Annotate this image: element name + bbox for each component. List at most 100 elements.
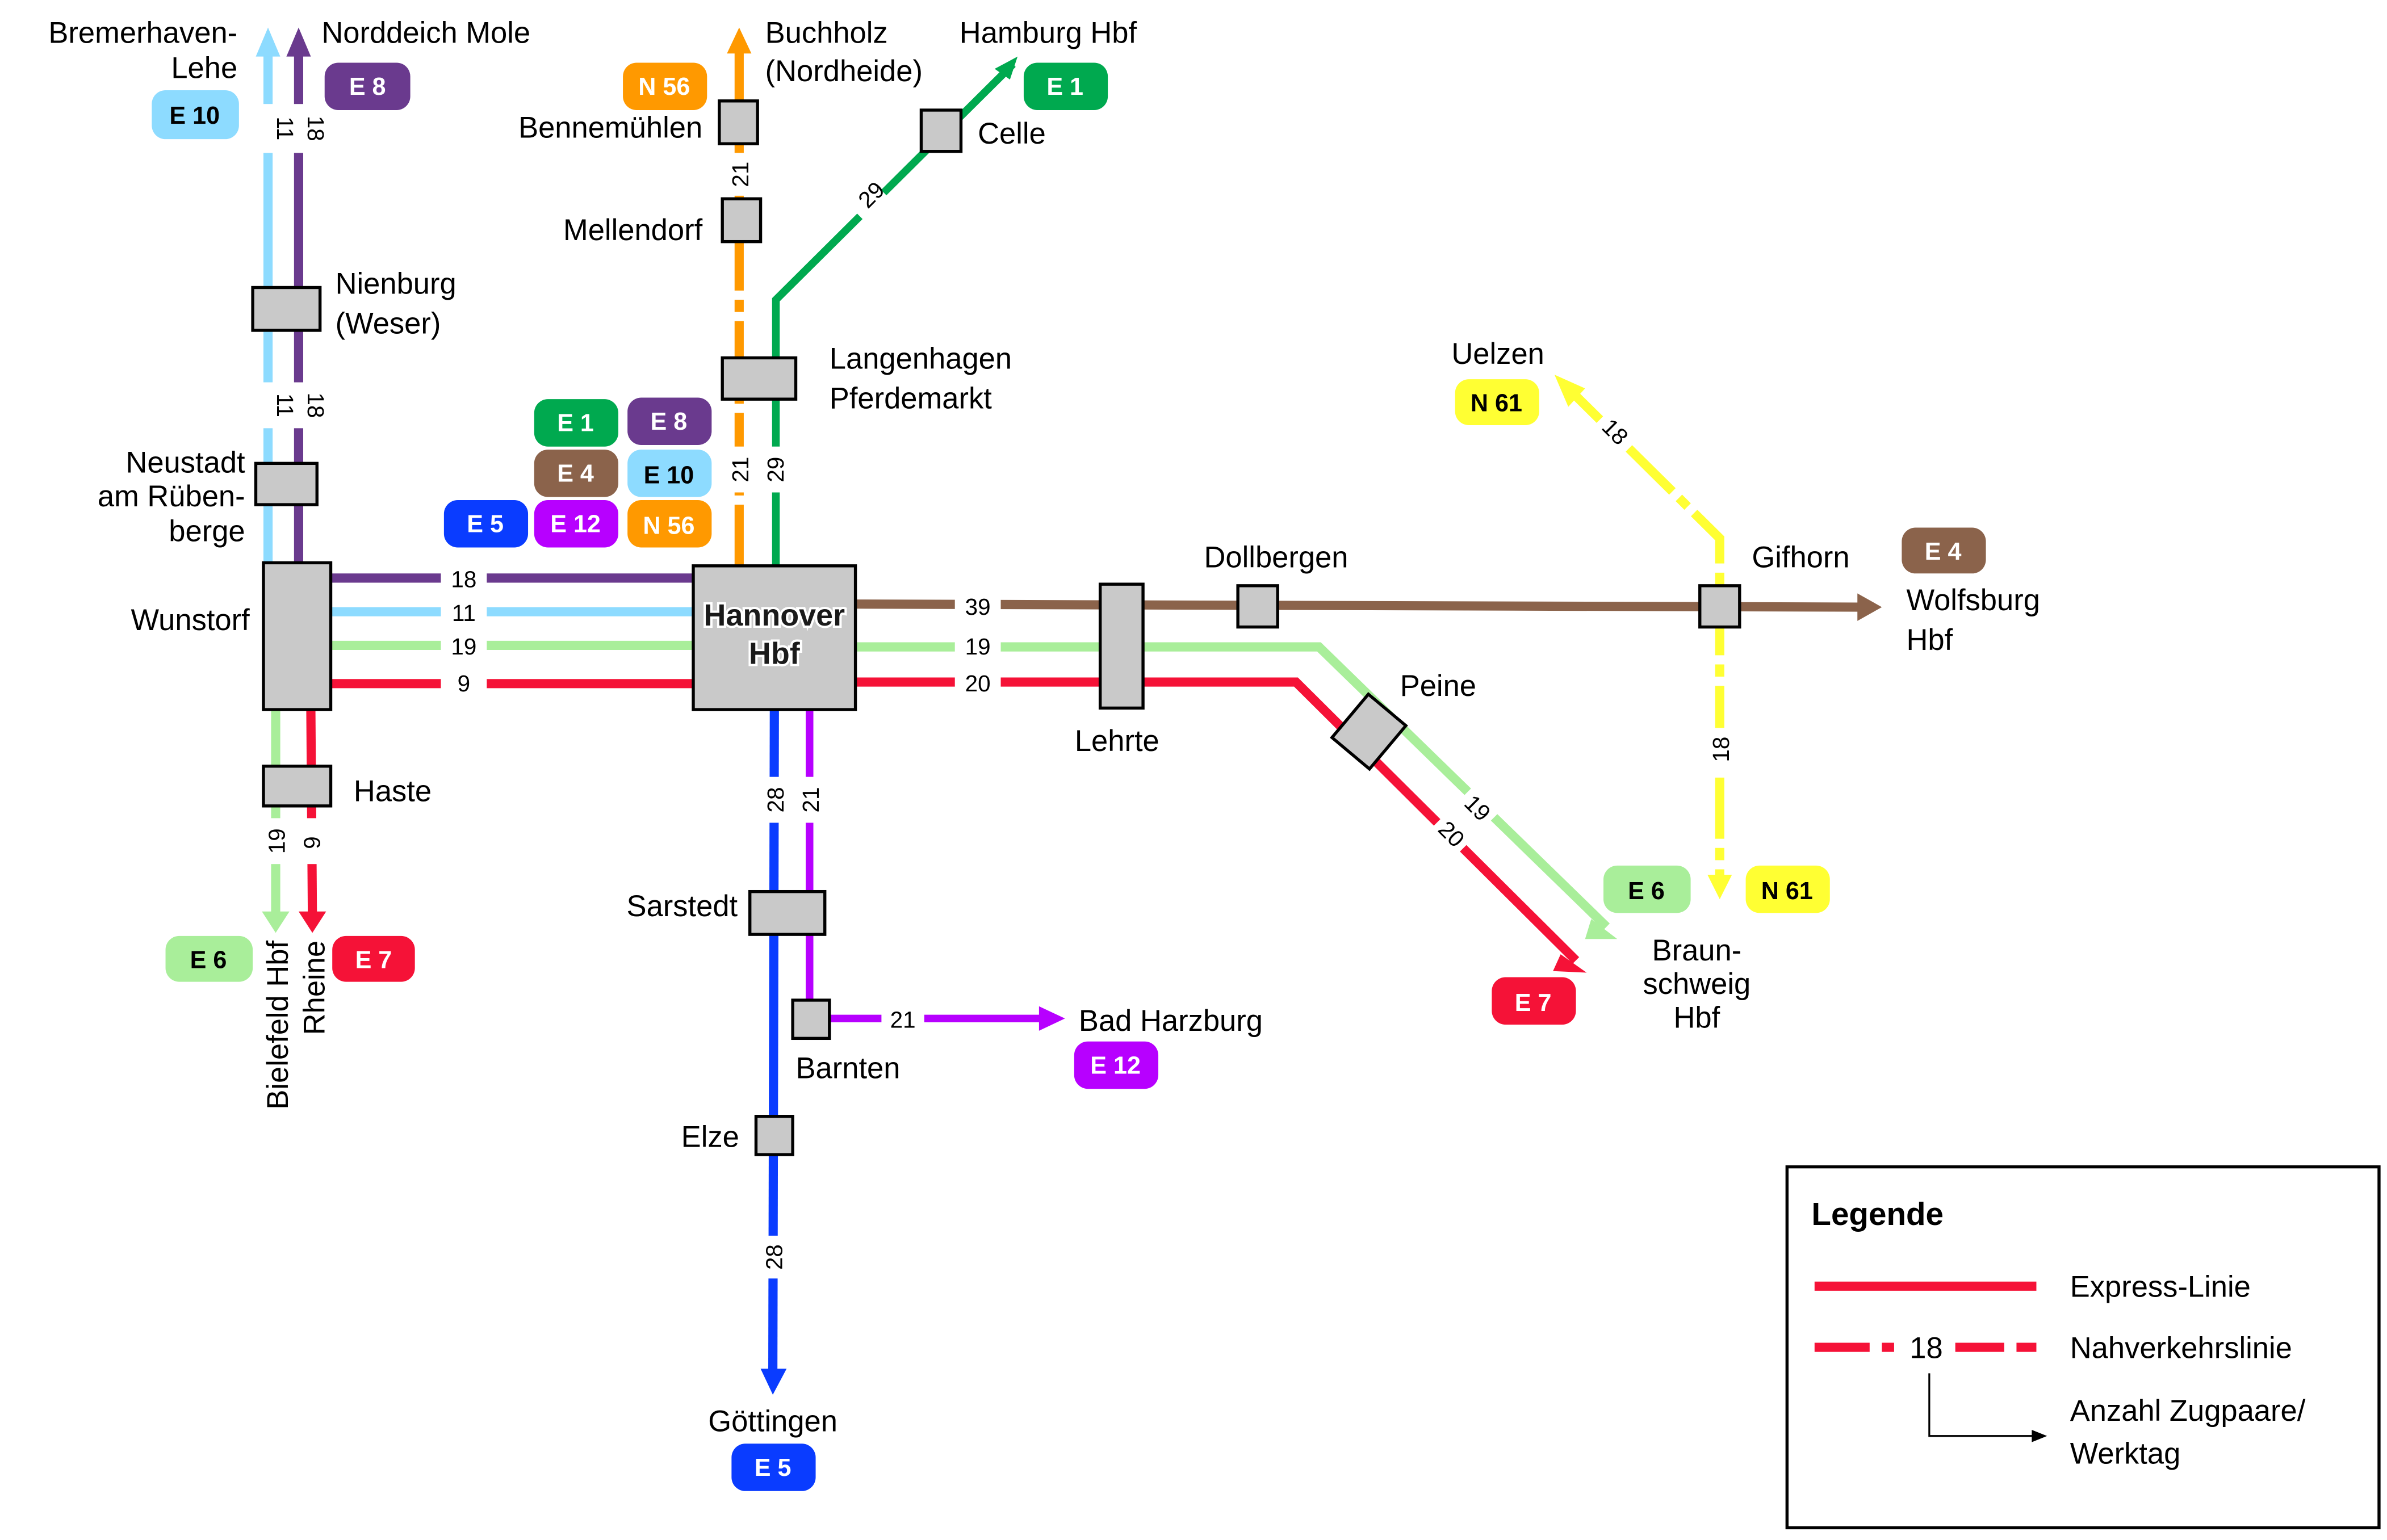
train-pairs-barnten: 21 (890, 1006, 916, 1033)
badge-n61-braunschweig[interactable]: N 61 (1745, 865, 1830, 913)
station-nienburg[interactable] (251, 286, 322, 332)
station-dollbergen[interactable] (1236, 584, 1279, 629)
train-pairs-lehrte-e6: 19 (965, 633, 991, 660)
label-wunstorf: Wunstorf (131, 603, 250, 637)
badge-e10-bremerhaven[interactable]: E 10 (152, 90, 239, 140)
badge-n56-hub[interactable]: N 56 (627, 500, 712, 548)
train-pairs-nienburg-e10: 11 (272, 393, 298, 417)
train-pairs-wunstorf-e10: 11 (452, 600, 476, 626)
label-nienburg-2: (Weser) (336, 307, 441, 340)
svg-text:E 1: E 1 (557, 410, 594, 437)
train-pairs-langenhagen-e1: 29 (763, 457, 789, 482)
train-pairs-wunstorf-e6: 19 (451, 633, 476, 660)
badge-e7-rheine[interactable]: E 7 (332, 935, 415, 982)
dest-bad-harzburg: Bad Harzburg (1079, 1004, 1263, 1038)
station-lehrte[interactable] (1098, 582, 1145, 710)
badge-e12-hub[interactable]: E 12 (534, 500, 619, 548)
svg-text:N 61: N 61 (1471, 390, 1522, 417)
arrow-head-bielefeld (262, 911, 290, 933)
label-celle: Celle (978, 117, 1046, 150)
station-peine[interactable] (1330, 692, 1408, 771)
label-elze: Elze (681, 1121, 739, 1154)
arrow-head-bremerhaven (256, 27, 280, 57)
svg-text:N 61: N 61 (1761, 878, 1813, 905)
dest-bielefeld: Bielefeld Hbf (261, 940, 295, 1109)
station-wunstorf[interactable] (262, 561, 333, 711)
station-mellendorf[interactable] (721, 197, 763, 244)
svg-text:N 56: N 56 (643, 512, 694, 539)
station-gifhorn[interactable] (1698, 584, 1741, 629)
badge-e5-hub[interactable]: E 5 (443, 500, 529, 548)
dest-norddeich: Norddeich Mole (321, 16, 530, 49)
label-bennemuehlen: Bennemühlen (518, 111, 702, 144)
train-pairs-langenhagen-n56: 21 (727, 457, 753, 482)
label-sarstedt: Sarstedt (627, 889, 738, 923)
train-pairs-wunstorf-e8: 18 (451, 567, 476, 593)
legend: Legende Express-Linie 18 Nahverkehrslini… (1785, 1165, 2381, 1530)
badge-n61-uelzen[interactable]: N 61 (1455, 379, 1539, 425)
line-e6 (262, 640, 1618, 939)
badge-e6-bielefeld[interactable]: E 6 (165, 935, 253, 982)
station-bennemuehlen[interactable] (718, 99, 759, 145)
station-elze[interactable] (754, 1115, 794, 1156)
station-langenhagen[interactable] (721, 356, 798, 401)
label-mellendorf: Mellendorf (563, 213, 703, 247)
train-pairs-lehrte-e7: 20 (965, 670, 991, 696)
line-e12 (806, 710, 1065, 1031)
legend-sample-number: 18 (1909, 1331, 1942, 1365)
badge-e8-norddeich[interactable]: E 8 (324, 62, 411, 110)
badge-e1-hamburg[interactable]: E 1 (1023, 62, 1108, 110)
train-pairs-bremerhaven: 11 (272, 116, 298, 140)
train-pairs-gifhorn-n61: 18 (1708, 737, 1734, 762)
svg-text:E 7: E 7 (355, 946, 392, 973)
legend-title: Legende (1811, 1196, 1944, 1232)
dest-hamburg: Hamburg Hbf (960, 16, 1137, 49)
arrow-head-braunschweig-n61 (1707, 875, 1732, 900)
svg-text:E 5: E 5 (467, 511, 504, 538)
badge-e5-goettingen[interactable]: E 5 (731, 1444, 816, 1491)
svg-text:E 8: E 8 (349, 73, 386, 100)
station-neustadt[interactable] (254, 461, 319, 506)
label-neustadt-2: am Rüben- (98, 480, 245, 513)
label-gifhorn: Gifhorn (1752, 541, 1849, 574)
label-haste: Haste (354, 775, 432, 808)
line-badges: E 10 E 8 N 56 E 1 E 1 E 8 E 4 E 1 (152, 62, 1986, 1491)
svg-text:E 10: E 10 (169, 102, 220, 129)
svg-text:E 6: E 6 (1628, 878, 1665, 905)
badge-e8-hub[interactable]: E 8 (627, 397, 712, 445)
station-sarstedt[interactable] (748, 889, 827, 936)
dest-uelzen: Uelzen (1451, 337, 1544, 371)
station-labels: Nienburg (Weser) Neustadt am Rüben- berg… (98, 111, 1850, 1153)
station-hannover-hbf[interactable] (692, 564, 857, 711)
station-barnten[interactable] (791, 998, 831, 1040)
train-pairs-nienburg-e8: 18 (303, 392, 329, 418)
legend-pointer-arrow-icon (2032, 1430, 2047, 1442)
dest-goettingen: Göttingen (708, 1405, 837, 1438)
legend-local-label: Nahverkehrslinie (2070, 1331, 2292, 1365)
legend-express-label: Express-Linie (2070, 1270, 2251, 1304)
arrow-head-wolfsburg (1857, 593, 1882, 621)
line-e7 (298, 677, 1587, 973)
badge-e12-bad-harzburg[interactable]: E 12 (1074, 1041, 1159, 1089)
arrow-head-rheine (298, 911, 326, 933)
dest-bremerhaven-1: Bremerhaven- (48, 16, 237, 49)
svg-text:E 4: E 4 (1925, 538, 1962, 565)
badge-e6-braunschweig[interactable]: E 6 (1603, 865, 1691, 913)
arrow-head-bad-harzburg (1038, 1006, 1065, 1031)
train-pairs-wunstorf-e7: 9 (458, 670, 470, 696)
arrow-head-norddeich (286, 27, 311, 57)
station-haste[interactable] (262, 765, 333, 808)
dest-buchholz-1: Buchholz (765, 16, 888, 49)
badge-e4-wolfsburg[interactable]: E 4 (1902, 527, 1986, 574)
station-celle[interactable] (919, 108, 963, 153)
svg-text:E 7: E 7 (1515, 989, 1552, 1017)
arrow-head-goettingen (760, 1369, 787, 1395)
train-pairs-goettingen: 28 (761, 1244, 787, 1270)
badge-e7-braunschweig[interactable]: E 7 (1492, 977, 1576, 1025)
badge-e4-hub[interactable]: E 4 (534, 450, 619, 497)
badge-n56-buchholz[interactable]: N 56 (623, 62, 707, 110)
svg-text:E 6: E 6 (190, 946, 227, 973)
badge-e10-hub[interactable]: E 10 (627, 450, 712, 497)
badge-e1-hub[interactable]: E 1 (534, 399, 619, 447)
label-barnten: Barnten (796, 1051, 901, 1085)
